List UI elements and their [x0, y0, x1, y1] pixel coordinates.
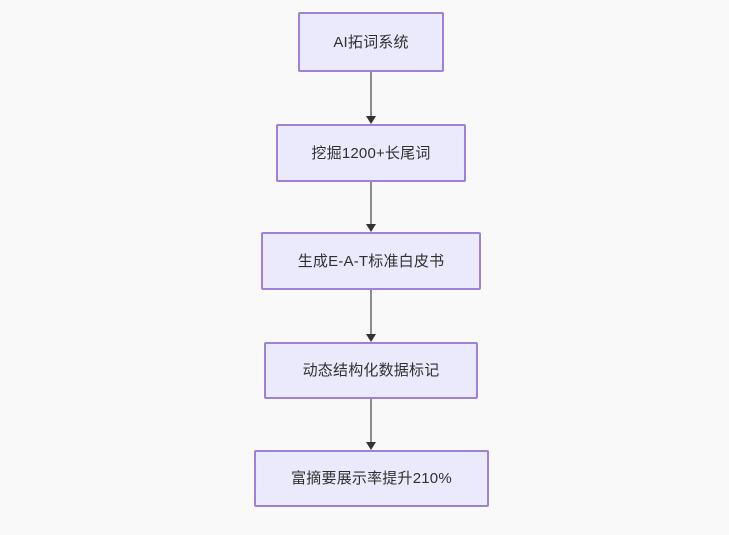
- edge-line: [370, 182, 372, 225]
- arrow-down-icon: [366, 116, 376, 124]
- flow-node-5[interactable]: 富摘要展示率提升210%: [254, 450, 489, 507]
- flow-node-1[interactable]: AI拓词系统: [298, 12, 444, 72]
- edge-line: [370, 72, 372, 117]
- flow-edge-2: [366, 182, 377, 232]
- arrow-down-icon: [366, 224, 376, 232]
- flow-edge-3: [366, 290, 377, 342]
- flow-node-3[interactable]: 生成E-A-T标准白皮书: [261, 232, 481, 290]
- flow-node-5-label: 富摘要展示率提升210%: [291, 470, 452, 487]
- flow-node-4-label: 动态结构化数据标记: [302, 362, 440, 379]
- edge-line: [370, 399, 372, 443]
- flow-edge-1: [366, 72, 377, 124]
- flow-node-2-label: 挖掘1200+长尾词: [311, 144, 431, 162]
- flow-edge-4: [366, 399, 377, 450]
- flow-node-4[interactable]: 动态结构化数据标记: [264, 342, 478, 399]
- flow-node-1-label: AI拓词系统: [333, 33, 409, 51]
- flow-node-2[interactable]: 挖掘1200+长尾词: [276, 124, 466, 182]
- flow-node-3-label: 生成E-A-T标准白皮书: [297, 252, 445, 270]
- edge-line: [370, 290, 372, 335]
- arrow-down-icon: [366, 334, 376, 342]
- arrow-down-icon: [366, 442, 376, 450]
